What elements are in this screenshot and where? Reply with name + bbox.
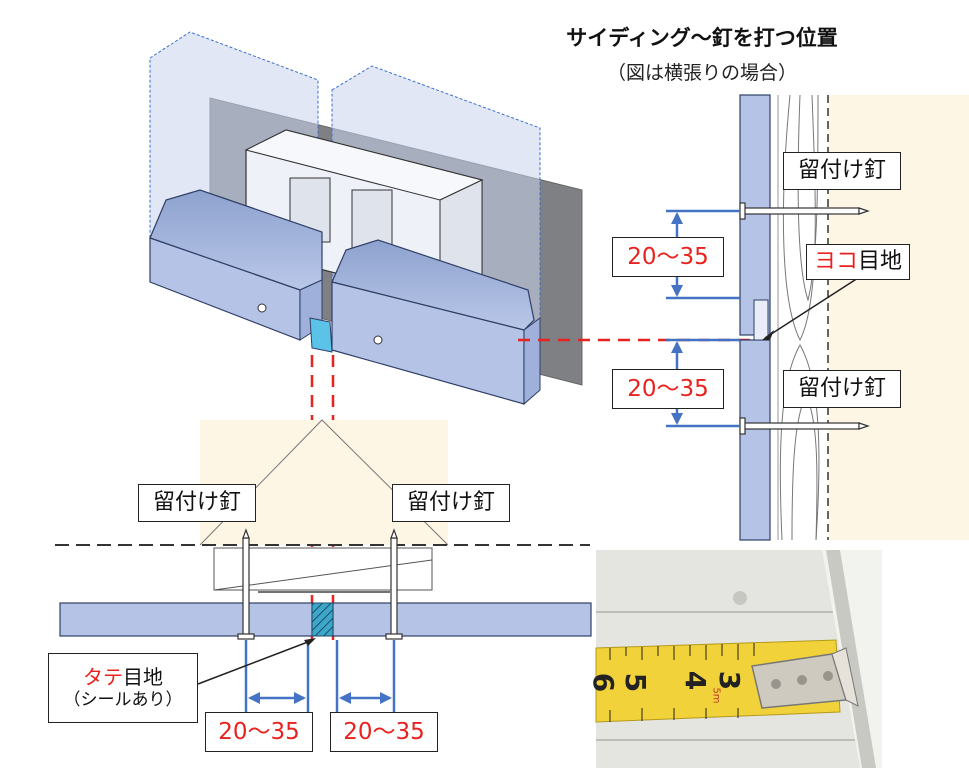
siding-lower-section — [739, 339, 771, 541]
dimension-label-bottom-left: 20～35 — [205, 712, 313, 752]
vertical-joint-sealant — [309, 317, 333, 353]
nail-bottom-section — [739, 417, 870, 435]
nail-hole-right — [373, 335, 383, 345]
dimension-label-bottom-right: 20～35 — [330, 712, 438, 752]
label-yoko-joint: ヨコ目地 — [806, 244, 910, 280]
dimension-bottom — [244, 640, 396, 712]
label-nail-top: 留付け釘 — [783, 152, 901, 190]
siding-right-section — [332, 602, 592, 637]
tate-sub-text: （シールあり） — [63, 690, 183, 710]
dimension-label-mid: 20～35 — [612, 369, 724, 409]
nail-left-section — [237, 528, 255, 640]
label-nail-mid: 留付け釘 — [783, 370, 901, 408]
label-tate-joint: タテ目地 （シールあり） — [48, 653, 198, 723]
nail-right-section — [385, 528, 403, 640]
label-nail-left: 留付け釘 — [138, 484, 256, 522]
tape-number-5: 5 — [619, 672, 653, 693]
diagram-title: サイディング～釘を打つ位置 — [566, 26, 838, 50]
furring-bottom — [200, 420, 448, 545]
siding-left-section — [59, 602, 313, 637]
section-view-bottom — [55, 419, 592, 712]
yoko-text: ヨコ — [813, 249, 858, 274]
joint-sealant-hatch — [311, 602, 334, 637]
iso-view — [149, 31, 583, 406]
photo-tape-measure — [595, 550, 882, 768]
tape-number-6: 6 — [587, 672, 621, 693]
diagram-subtitle: （図は横張りの場合） — [606, 62, 797, 84]
tape-number-4: 4 — [679, 670, 713, 691]
dimension-label-top: 20～35 — [612, 237, 724, 277]
label-nail-right: 留付け釘 — [392, 484, 510, 522]
tape-small-label: 5m — [710, 687, 722, 704]
tate-text: タテ — [83, 665, 123, 689]
tate-joint-text: 目地 — [123, 665, 163, 689]
nail-hole-left — [257, 303, 267, 313]
yoko-joint-text: 目地 — [858, 249, 903, 274]
